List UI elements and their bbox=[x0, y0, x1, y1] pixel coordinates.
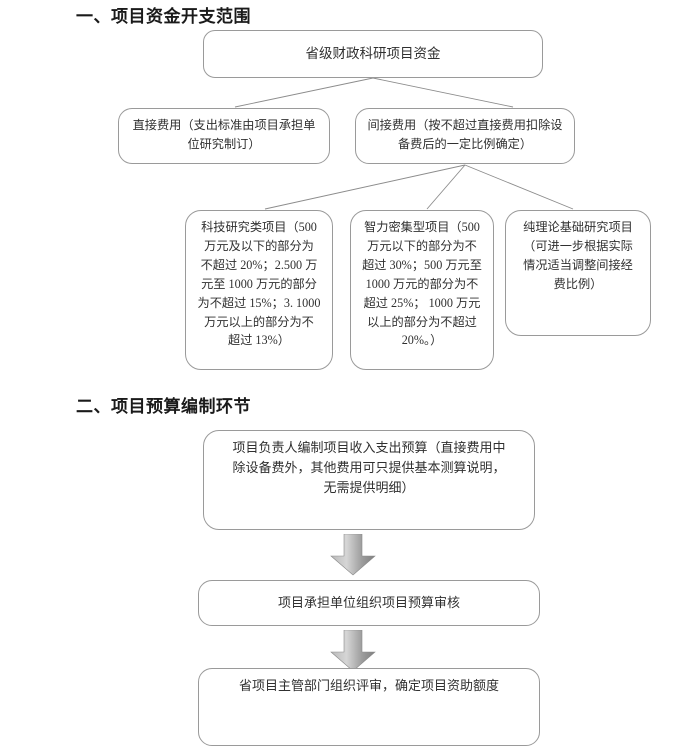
section-heading-1: 一、项目资金开支范围 bbox=[76, 7, 251, 26]
node-indirect-cost[interactable]: 间接费用（按不超过直接费用扣除设 备费后的一定比例确定） bbox=[355, 108, 575, 164]
flow-step-prepare-budget[interactable]: 项目负责人编制项目收入支出预算（直接费用中 除设备费外，其他费用可只提供基本测算… bbox=[203, 430, 535, 530]
connector-indirect-to-theory bbox=[464, 164, 574, 210]
node-intellect-intensive-project-label: 智力密集型项目（500 万元以下的部分为不 超过 30%；500 万元至 100… bbox=[362, 220, 482, 348]
node-direct-cost-label: 直接费用（支出标准由项目承担单 位研究制订） bbox=[132, 118, 316, 151]
down-arrow-icon-1 bbox=[330, 534, 376, 576]
connector-indirect-to-tech bbox=[264, 164, 466, 210]
node-root-funding-label: 省级财政科研项目资金 bbox=[305, 46, 441, 62]
node-indirect-cost-label: 间接费用（按不超过直接费用扣除设 备费后的一定比例确定） bbox=[367, 118, 563, 151]
node-root-funding[interactable]: 省级财政科研项目资金 bbox=[203, 30, 543, 78]
node-tech-research-project-label: 科技研究类项目（500 万元及以下的部分为 不超过 20%；2.500 万 元至… bbox=[197, 220, 321, 348]
flow-step-unit-review-label: 项目承担单位组织项目预算审核 bbox=[277, 595, 460, 611]
node-intellect-intensive-project[interactable]: 智力密集型项目（500 万元以下的部分为不 超过 30%；500 万元至 100… bbox=[350, 210, 494, 370]
node-pure-theory-project[interactable]: 纯理论基础研究项目 （可进一步根据实际 情况适当调整间接经 费比例） bbox=[505, 210, 651, 336]
flow-step-unit-review[interactable]: 项目承担单位组织项目预算审核 bbox=[198, 580, 540, 626]
down-arrow-icon-2 bbox=[330, 630, 376, 672]
connector-indirect-to-intensive bbox=[426, 164, 466, 210]
flow-step-provincial-review[interactable]: 省项目主管部门组织评审，确定项目资助额度 bbox=[198, 668, 540, 746]
node-direct-cost[interactable]: 直接费用（支出标准由项目承担单 位研究制订） bbox=[118, 108, 330, 164]
node-tech-research-project[interactable]: 科技研究类项目（500 万元及以下的部分为 不超过 20%；2.500 万 元至… bbox=[185, 210, 333, 370]
node-pure-theory-project-label: 纯理论基础研究项目 （可进一步根据实际 情况适当调整间接经 费比例） bbox=[523, 220, 633, 291]
connector-root-to-direct bbox=[234, 77, 374, 108]
section-heading-2: 二、项目预算编制环节 bbox=[76, 397, 251, 416]
connector-root-to-indirect bbox=[372, 77, 514, 108]
flow-step-provincial-review-label: 省项目主管部门组织评审，确定项目资助额度 bbox=[238, 678, 499, 693]
flow-step-prepare-budget-label: 项目负责人编制项目收入支出预算（直接费用中 除设备费外，其他费用可只提供基本测算… bbox=[232, 440, 506, 496]
